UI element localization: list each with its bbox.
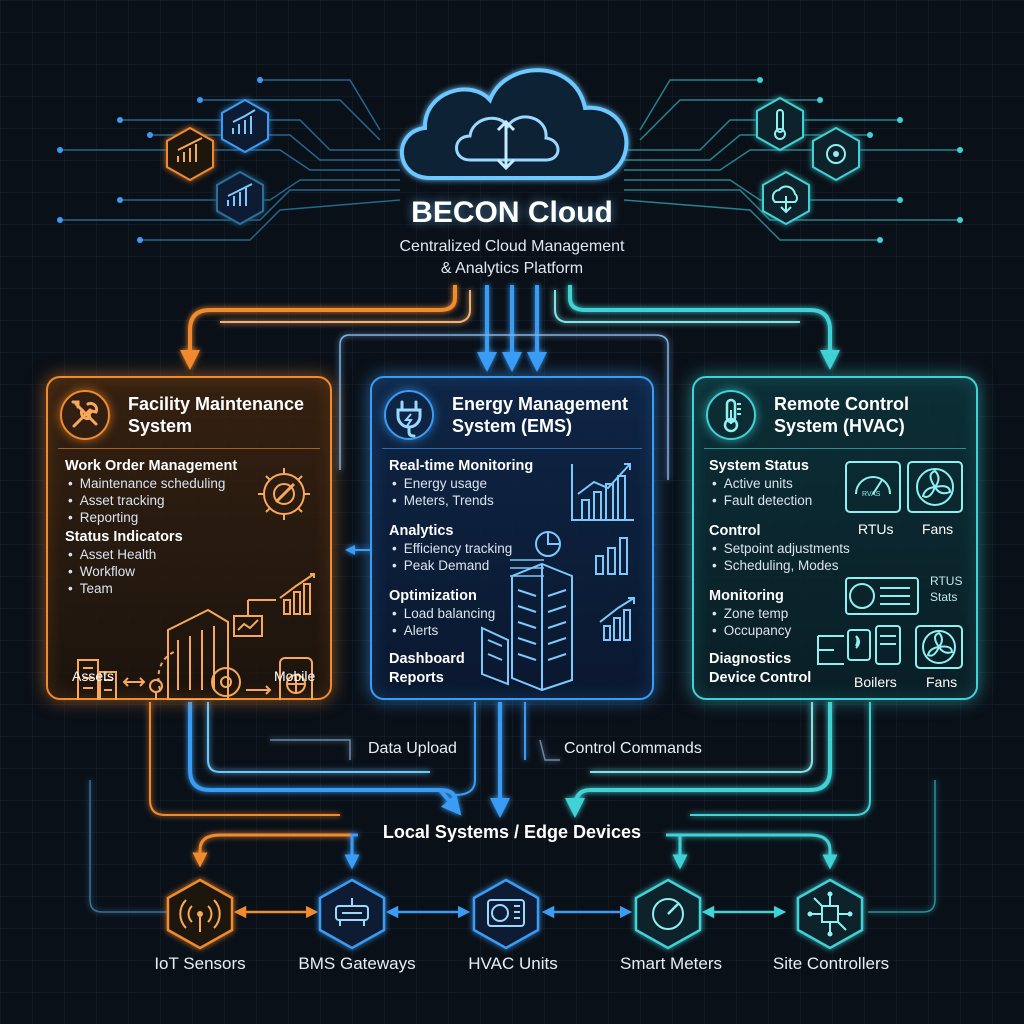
panel-title: Remote Control System (HVAC) (774, 394, 909, 436)
network-hub-icon (796, 878, 864, 950)
thermometer-icon (706, 390, 756, 440)
fan-icon (907, 461, 963, 513)
control-commands-label: Control Commands (564, 740, 702, 757)
data-upload-label: Data Upload (368, 740, 457, 757)
panel-header: Energy Management System (EMS) (372, 378, 652, 450)
pie-chart-icon (535, 531, 561, 557)
gear-wrench-icon (258, 468, 310, 520)
tools-icon (60, 390, 110, 440)
fans-bottom-label: Fans (926, 674, 958, 690)
facility-maintenance-panel: Facility Maintenance System Work Order M… (46, 376, 332, 700)
boiler-icon (847, 625, 901, 665)
rtu-gauge-icon (845, 461, 901, 513)
header-divider (382, 448, 642, 449)
list-item: Workflow (68, 564, 135, 579)
iot-sensors-label: IoT Sensors (154, 954, 246, 973)
ems-illustration (481, 463, 635, 692)
smart-meters-label: Smart Meters (619, 954, 723, 973)
section-title: Optimization (389, 588, 477, 604)
bar-chart-icon (279, 573, 315, 615)
list-item: Energy usage (392, 476, 487, 491)
assets-buildings-icon (77, 659, 117, 700)
list-item: Peak Demand (392, 558, 490, 573)
bar-chart-icon (595, 537, 628, 575)
list-item: Fault detection (712, 493, 813, 508)
edge-device-icons (166, 878, 864, 950)
section-title: Work Order Management (65, 458, 238, 474)
trend-chart-icon (571, 463, 634, 521)
edge-bus (89, 780, 936, 913)
cloud-subtitle: Centralized Cloud Management & Analytics… (399, 238, 625, 277)
rtus-stats-label-line2: Stats (930, 590, 958, 604)
building-icon (167, 608, 229, 700)
list-item: Alerts (392, 623, 439, 638)
header-divider (58, 448, 320, 449)
rtus-stats-label-line1: RTUS (930, 574, 963, 588)
diagnostics-label: Diagnostics (709, 651, 792, 667)
device-control-label: Device Control (709, 670, 812, 686)
list-item: Zone temp (712, 606, 789, 621)
section-title: Control (709, 523, 761, 539)
list-item: Active units (712, 476, 793, 491)
panel-title: Energy Management System (EMS) (452, 394, 629, 436)
fan-bottom-icon (915, 625, 963, 669)
list-item: Maintenance scheduling (68, 476, 226, 491)
section-title: Monitoring (709, 588, 784, 604)
mobile-label: Mobile (274, 668, 316, 684)
list-item: Asset Health (68, 547, 157, 562)
bms-gateways-label: BMS Gateways (298, 954, 416, 973)
header-divider (704, 448, 966, 449)
section-title: System Status (709, 458, 809, 474)
small-building-icon (481, 626, 509, 686)
office-tower-icon (511, 562, 573, 692)
right-circuit-traces (623, 79, 960, 241)
boilers-label: Boilers (854, 674, 897, 690)
lower-flow-connectors (149, 702, 871, 818)
assets-label: Assets (72, 668, 115, 684)
list-item: Meters, Trends (392, 493, 494, 508)
rtus-label: RTUs (858, 521, 894, 537)
panel-header: Remote Control System (HVAC) (694, 378, 976, 450)
cloud-panel-connectors (180, 285, 840, 555)
hex-icons-right (756, 96, 860, 226)
energy-management-panel: Energy Management System (EMS) Real-time… (370, 376, 654, 700)
list-item: Asset tracking (68, 493, 165, 508)
plug-icon (384, 390, 434, 440)
panel-title: Facility Maintenance System (128, 394, 305, 436)
mobile-phone-icon (279, 657, 313, 700)
hvac-illustration (817, 461, 963, 669)
section-title: Status Indicators (65, 529, 183, 545)
gauge-text: RVAS (862, 491, 881, 498)
remote-control-hvac-panel: Remote Control System (HVAC) System Stat… (692, 376, 978, 700)
section-title: Analytics (389, 523, 454, 539)
list-item: Reporting (68, 510, 139, 525)
right-trace-nodes (757, 77, 963, 243)
site-controllers-label: Site Controllers (772, 954, 890, 973)
facility-illustration (77, 468, 315, 700)
list-item: Load balancing (392, 606, 496, 621)
gear-icon (211, 667, 241, 697)
hvac-units-label: HVAC Units (468, 954, 558, 973)
list-item: Setpoint adjustments (712, 541, 850, 556)
section-title: Real-time Monitoring (389, 458, 534, 474)
reports-label: Reports (389, 670, 444, 686)
list-item: Scheduling, Modes (712, 558, 839, 573)
fans-label: Fans (922, 521, 954, 537)
left-trace-nodes (57, 77, 263, 243)
hex-chart-icons-left (166, 98, 269, 226)
list-item: Occupancy (712, 623, 792, 638)
analytics-bars-icon (599, 597, 635, 641)
dashboard-label: Dashboard (389, 651, 465, 667)
cloud-icon (399, 68, 629, 180)
cloud-title: BECON Cloud (411, 196, 613, 229)
list-item: Team (68, 581, 113, 596)
edge-devices-title: Local Systems / Edge Devices (382, 822, 642, 842)
panel-header: Facility Maintenance System (48, 378, 330, 450)
list-item: Efficiency tracking (392, 541, 513, 556)
hvac-unit-icon (472, 878, 540, 950)
rtu-stats-unit-icon (845, 577, 919, 615)
